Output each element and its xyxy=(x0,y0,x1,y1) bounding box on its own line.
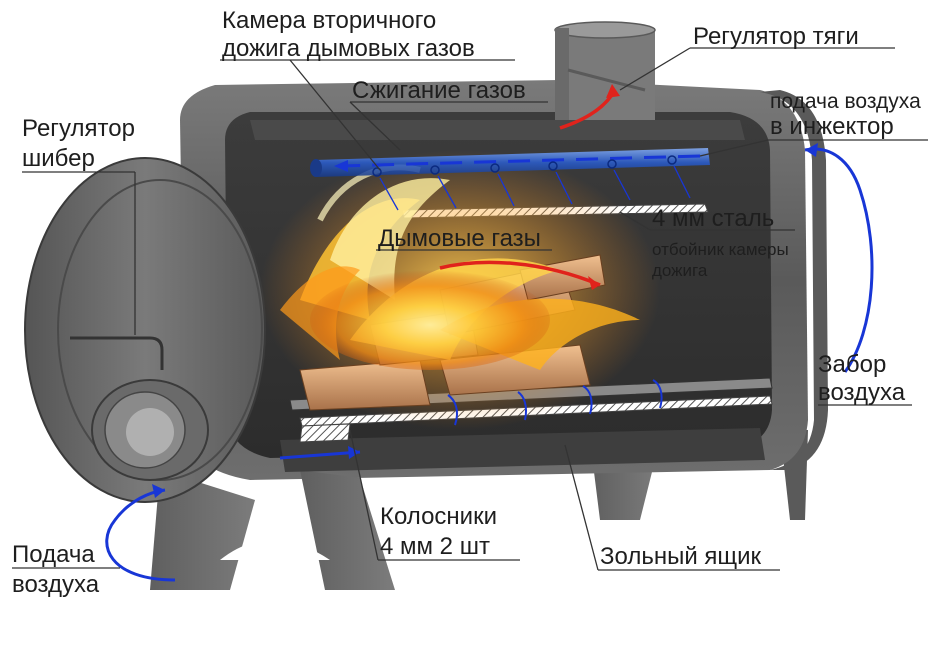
label-deflector-1: отбойник камеры xyxy=(652,240,789,259)
label-grates-2: 4 мм 2 шт xyxy=(380,533,490,560)
injector-tube xyxy=(310,148,710,211)
label-ash-box: Зольный ящик xyxy=(600,543,762,570)
flue-gas-arrows xyxy=(439,84,620,290)
flue-gas-arrow xyxy=(439,260,601,287)
injector-jets xyxy=(379,165,691,211)
label-air-supply-2: воздуха xyxy=(12,571,100,598)
leader-lines xyxy=(12,47,928,571)
primary-air-arrow xyxy=(279,379,663,460)
labels: Камера вторичного дожига дымовых газов Р… xyxy=(12,7,921,598)
label-air-intake-2: воздуха xyxy=(818,379,906,406)
damper-handle xyxy=(70,336,164,370)
grate-air-arrows xyxy=(447,379,663,426)
fire xyxy=(260,150,660,430)
label-injector-air-2: в инжектор xyxy=(770,113,894,140)
label-deflector-2: дожига xyxy=(652,261,708,280)
label-air-supply-1: Подача xyxy=(12,541,95,568)
label-grates-1: Колосники xyxy=(380,503,497,530)
label-draft-regulator: Регулятор тяги xyxy=(693,23,859,50)
injector-holes xyxy=(372,155,677,177)
right-end-cap xyxy=(760,90,828,470)
label-steel-4mm: 4 мм сталь xyxy=(652,205,774,232)
injector-flow-arrows xyxy=(334,154,701,172)
label-flue-gases: Дымовые газы xyxy=(378,225,541,252)
chimney-top xyxy=(554,21,656,39)
front-door xyxy=(24,157,266,503)
flame xyxy=(330,178,450,300)
ash-box xyxy=(280,428,765,472)
draft-damper-plate xyxy=(567,68,646,92)
label-secondary-chamber-1: Камера вторичного xyxy=(222,7,436,34)
label-secondary-chamber-2: дожига дымовых газов xyxy=(222,35,475,62)
label-damper-1: Регулятор xyxy=(22,115,135,142)
label-damper-2: шибер xyxy=(22,145,95,172)
label-air-intake-1: Забор xyxy=(818,351,886,378)
label-gas-burning: Сжигание газов xyxy=(352,77,526,104)
front-leg-right xyxy=(300,470,395,590)
label-injector-air-1: подача воздуха xyxy=(770,90,921,113)
air-supply-arrow xyxy=(105,484,176,582)
air-intake-arrow xyxy=(804,143,874,373)
